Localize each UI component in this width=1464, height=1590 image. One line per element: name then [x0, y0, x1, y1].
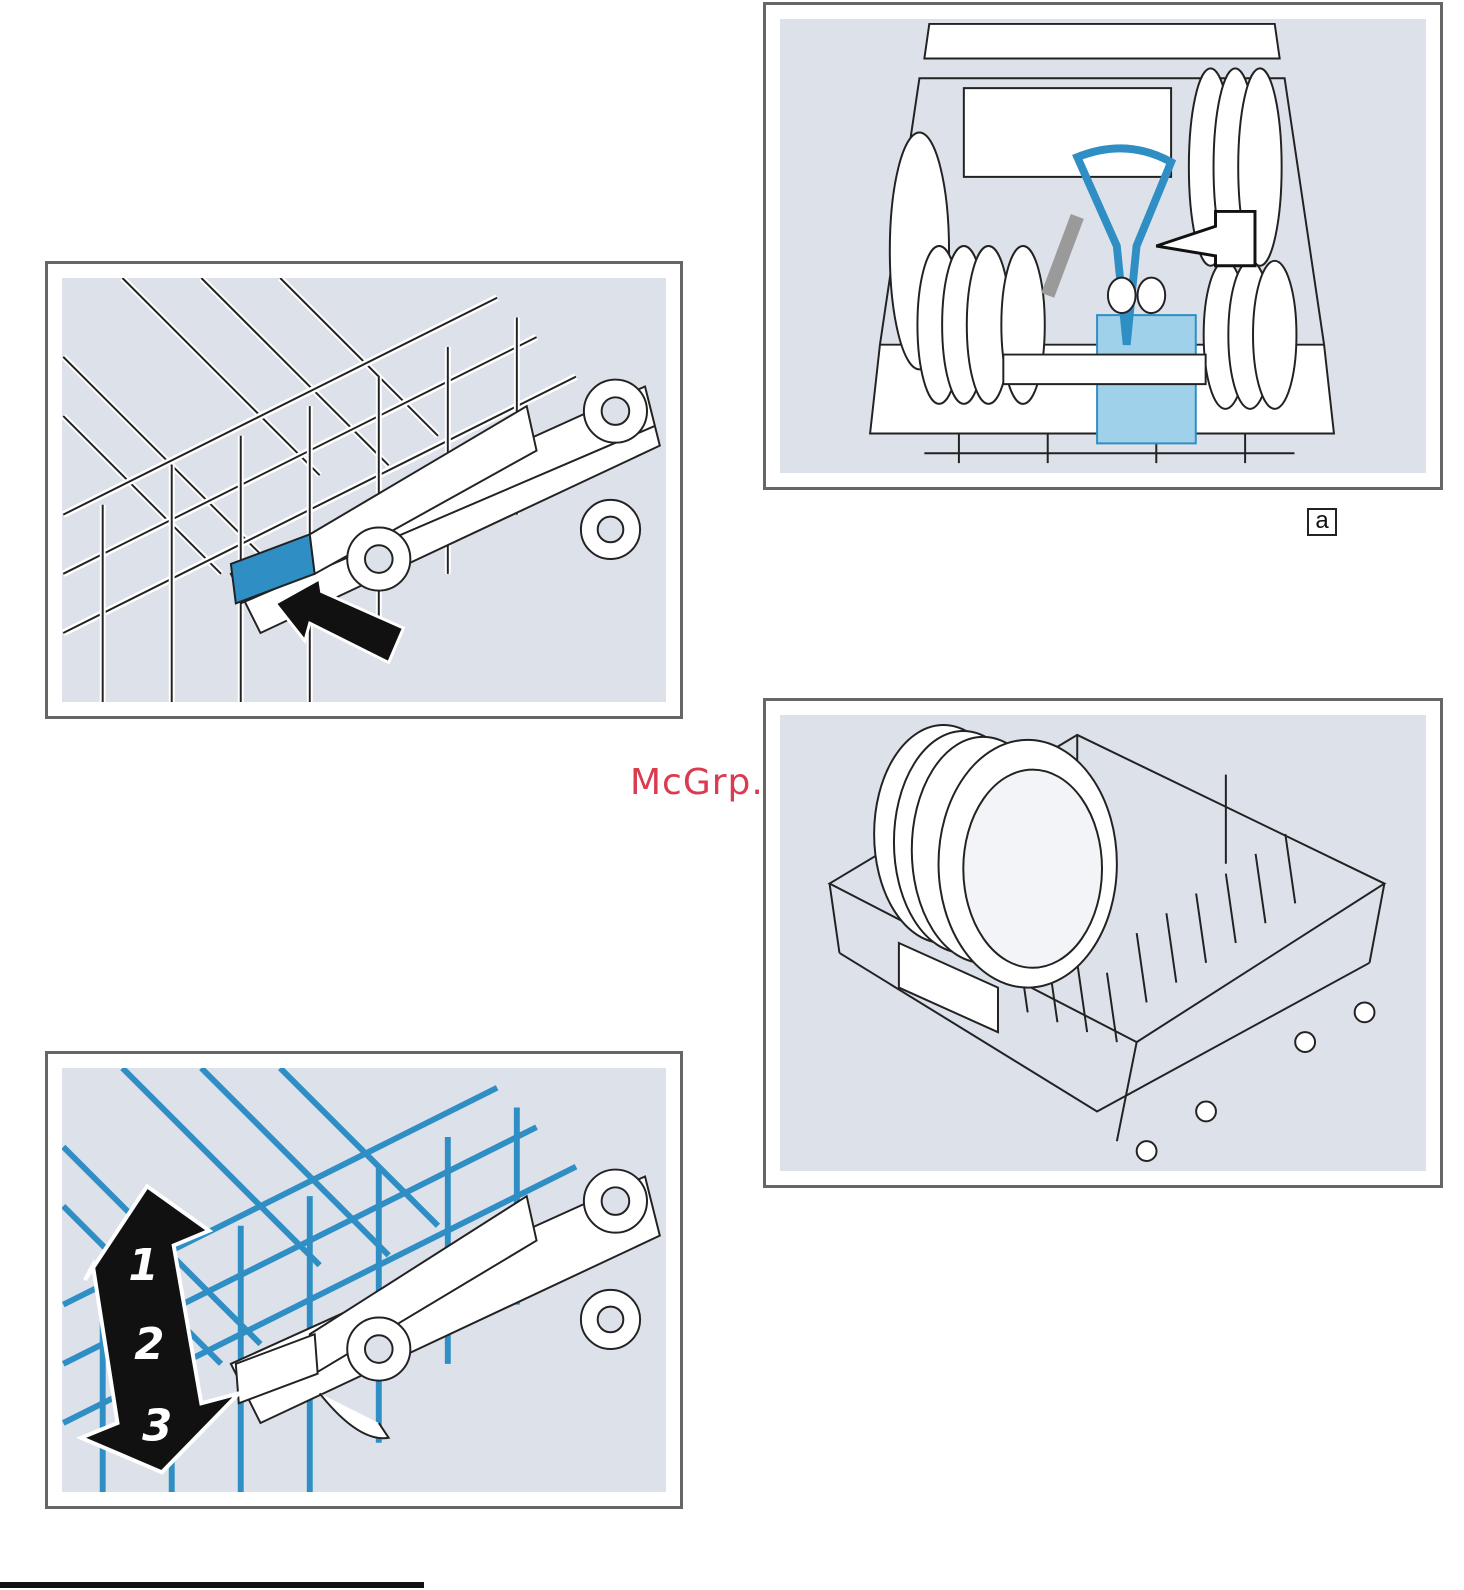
rack-height-adjust-drawing: 1 2 3: [62, 1068, 666, 1492]
lower-rack-plates-illustration: [763, 698, 1443, 1188]
loaded-rack-illustration: [763, 2, 1443, 490]
rack-lever-press-drawing: [62, 278, 666, 702]
rack-height-adjust-illustration: 1 2 3: [45, 1051, 683, 1509]
height-level-2: 2: [134, 1320, 164, 1370]
height-level-3: 3: [142, 1402, 172, 1452]
rack-lever-press-illustration: [45, 261, 683, 719]
lower-rack-plates-drawing: [780, 715, 1426, 1171]
loaded-rack-drawing: [780, 19, 1426, 473]
figure-label: a: [1307, 508, 1337, 536]
footer-rule: [0, 1582, 424, 1588]
height-level-1: 1: [128, 1241, 158, 1291]
